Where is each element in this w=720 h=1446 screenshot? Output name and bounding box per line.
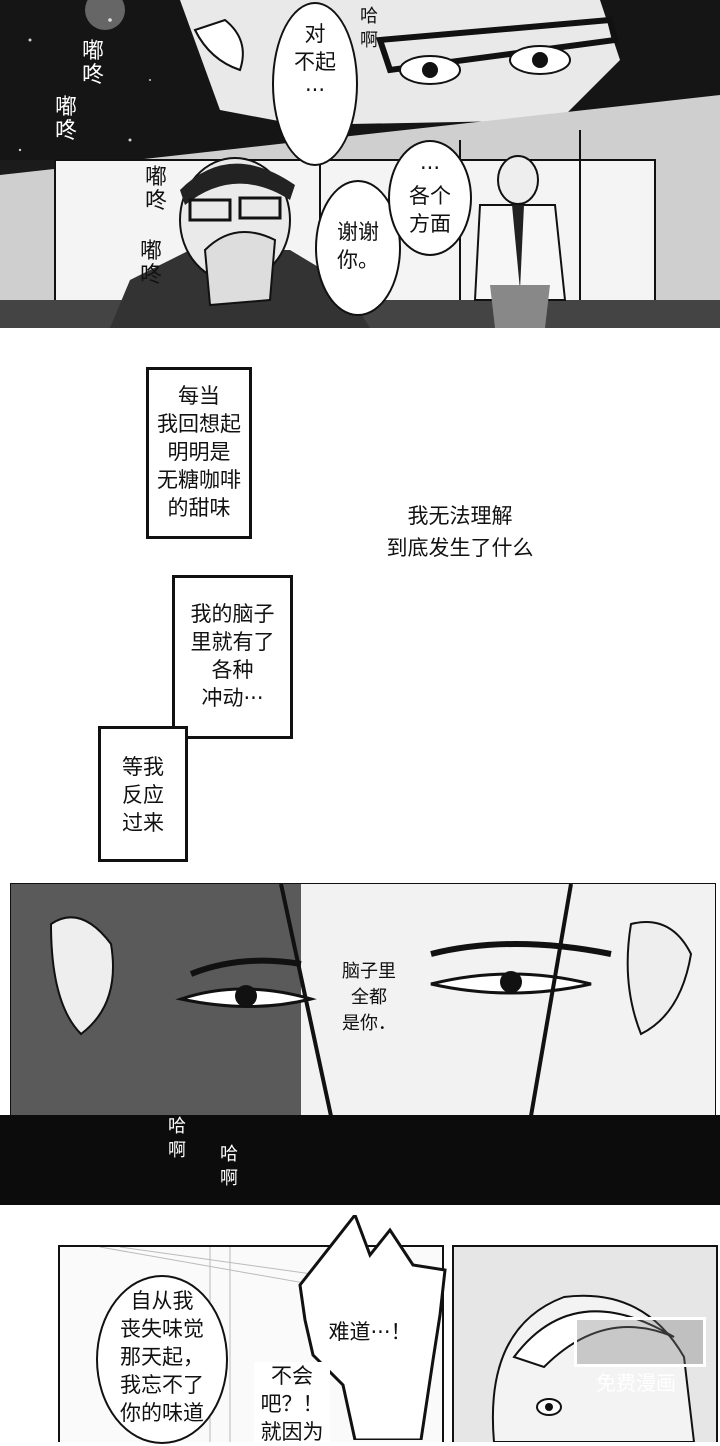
speech-bubble-since: 自从我 丧失味觉 那天起， 我忘不了 你的味道	[96, 1275, 228, 1444]
sfx-haa-2: 哈 啊	[220, 1144, 238, 1189]
narration-box-impulse: 我的脑子 里就有了 各种 冲动···	[172, 575, 293, 739]
blond-man-art	[491, 1294, 696, 1442]
speech-sorry-text: 对 不起 ···	[294, 22, 336, 102]
speech-could-it-text: 难道···！	[328, 1320, 412, 1344]
sfx-dudong-2: 嘟 咚	[55, 95, 78, 144]
sfx-dudong-4: 嘟 咚	[140, 239, 163, 288]
speech-bubble-thanks: 谢谢 你。	[315, 180, 401, 316]
panel-eyes-closeup: 脑子里 全都 是你．	[10, 883, 716, 1117]
sfx-dudong-3: 嘟 咚	[145, 165, 168, 214]
narration-box-realize: 等我 反应 过来	[98, 726, 188, 862]
caption-all-you: 脑子里 全都 是你．	[329, 959, 409, 1037]
speech-thanks-text: 谢谢 你。	[337, 220, 379, 272]
watermark-text: 免费漫画	[596, 1371, 676, 1395]
speech-bubble-various: ··· 各个 方面	[388, 140, 472, 256]
speech-no-way-text: 不会 吧？！ 就因为	[254, 1362, 330, 1446]
narration-sweet-text: 每当 我回想起 明明是 无糖咖啡 的甜味	[157, 384, 241, 520]
panel-office-scene: 嘟 咚 嘟 咚 嘟 咚 嘟 咚 哈 啊 对 不起 ··· 谢谢 你。 ··· 各…	[0, 0, 720, 328]
narration-impulse-text: 我的脑子 里就有了 各种 冲动···	[190, 602, 275, 710]
sfx-haa: 哈 啊	[360, 6, 378, 51]
watermark-logo	[574, 1317, 706, 1367]
narration-box-sweet: 每当 我回想起 明明是 无糖咖啡 的甜味	[146, 367, 252, 539]
narration-free-text: 我无法理解 到底发生了什么	[386, 504, 534, 560]
narration-realize-text: 等我 反应 过来	[122, 755, 164, 835]
speech-since-text: 自从我 丧失味觉 那天起， 我忘不了 你的味道	[120, 1289, 204, 1425]
shout-bubble	[298, 1215, 447, 1440]
eyes-closeup-art	[11, 884, 693, 1116]
speech-bubble-sorry: 对 不起 ···	[272, 2, 358, 166]
sfx-dudong-1: 嘟 咚	[82, 39, 105, 88]
panel-black-strip: 哈 啊 哈 啊	[0, 1115, 720, 1205]
panel-bottom-right: 免费漫画	[452, 1245, 718, 1442]
speech-various-text: ··· 各个 方面	[409, 156, 451, 236]
sfx-haa-1: 哈 啊	[168, 1116, 186, 1161]
